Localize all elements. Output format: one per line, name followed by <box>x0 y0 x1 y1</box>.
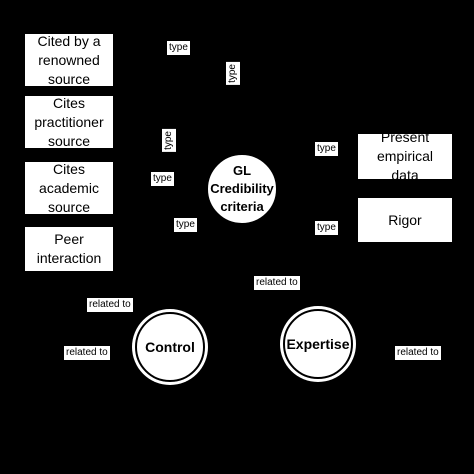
edge-center-to-empirical <box>275 155 359 181</box>
edge-label-related-to: related to <box>254 276 300 290</box>
node-cites-academic-source[interactable]: Cites academic source <box>24 161 114 215</box>
node-label: Present empirical data <box>376 129 433 183</box>
node-cited-by-renowned-source[interactable]: Cited by a renowned source <box>24 33 114 87</box>
edge-center-to-practitioner <box>113 121 207 183</box>
node-rigor[interactable]: Rigor <box>357 197 453 243</box>
node-label: GL Credibility criteria <box>210 163 274 214</box>
edge-label-type: type <box>167 41 190 55</box>
edge-label-type: type <box>315 142 338 156</box>
edge-center-to-cited-by <box>113 57 209 176</box>
edge-label-related-to: related to <box>64 346 110 360</box>
node-label: Peer interaction <box>36 231 102 266</box>
edge-label-related-to: related to <box>395 346 441 360</box>
node-cites-practitioner-source[interactable]: Cites practitioner source <box>24 95 114 149</box>
node-present-empirical-data[interactable]: Present empirical data <box>357 129 453 183</box>
node-control[interactable]: Control <box>135 312 205 382</box>
node-label: Rigor <box>388 211 422 228</box>
node-label: Cited by a renowned source <box>37 32 101 87</box>
edge-label-type: type <box>226 62 240 85</box>
node-label: Cites academic source <box>39 160 99 215</box>
node-peer-interaction[interactable]: Peer interaction <box>24 226 114 272</box>
node-label: Expertise <box>286 336 350 352</box>
edge-label-type: type <box>315 221 338 235</box>
edge-label-type: type <box>151 172 174 186</box>
edge-control-to-center <box>204 242 281 331</box>
edge-label-related-to: related to <box>87 298 133 312</box>
node-gl-credibility-criteria[interactable]: GL Credibility criteria <box>206 153 278 225</box>
node-label: Control <box>145 339 195 355</box>
node-expertise[interactable]: Expertise <box>283 309 353 379</box>
edge-label-type: type <box>174 218 197 232</box>
node-label: Cites practitioner source <box>34 94 104 149</box>
edge-center-to-peer <box>113 199 208 250</box>
edge-center-to-rigor <box>275 196 359 221</box>
edge-label-type: type <box>162 129 176 152</box>
